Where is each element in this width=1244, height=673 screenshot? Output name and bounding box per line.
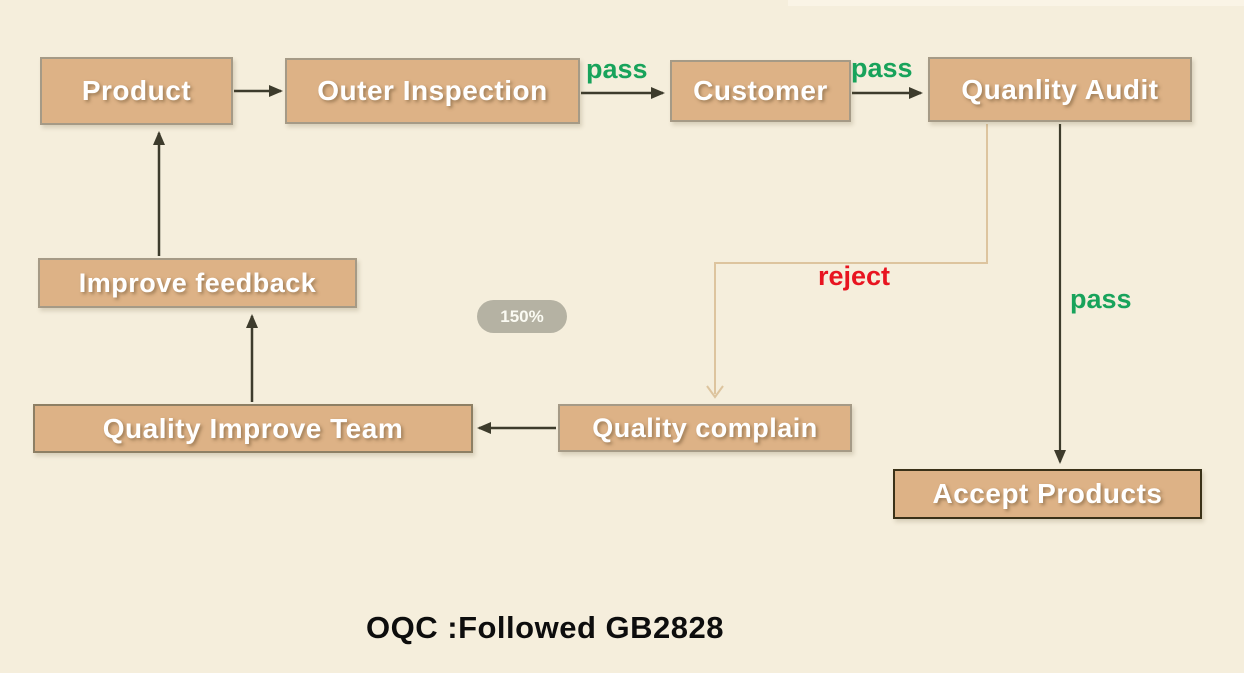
top-light-strip	[788, 0, 1244, 6]
edge-label-pass-audit-to-accept: pass	[1070, 284, 1132, 314]
node-customer-label: Customer	[693, 75, 828, 106]
node-quality-improve-team: Quality Improve Team	[33, 404, 473, 453]
reject-arrowhead	[706, 385, 724, 399]
node-quality-audit: Quanlity Audit	[928, 57, 1192, 122]
zoom-level-badge: 150%	[477, 300, 567, 333]
caption: OQC :Followed GB2828	[366, 610, 724, 645]
node-product-label: Product	[81, 75, 192, 106]
node-improve-feedback: Improve feedback	[38, 258, 357, 308]
node-outer-inspection-label: Outer Inspection	[317, 75, 548, 106]
node-product: Product	[40, 57, 233, 125]
node-accept-products: Accept Products	[893, 469, 1202, 519]
node-customer: Customer	[670, 60, 851, 122]
node-quality-complain-label: Quality complain	[592, 412, 818, 443]
edge-label-pass-customer-to-audit: pass	[851, 53, 913, 83]
edge-label-reject: reject	[818, 261, 891, 291]
arrow-quality-audit-to-quality-complain-reject	[714, 124, 988, 394]
node-quality-audit-label: Quanlity Audit	[961, 73, 1159, 105]
node-quality-improve-team-label: Quality Improve Team	[102, 412, 404, 444]
node-accept-products-label: Accept Products	[932, 478, 1163, 509]
node-improve-feedback-label: Improve feedback	[78, 267, 317, 298]
node-quality-complain: Quality complain	[558, 404, 852, 452]
edge-label-pass-outer-to-customer: pass	[586, 54, 648, 84]
node-outer-inspection: Outer Inspection	[285, 58, 580, 124]
